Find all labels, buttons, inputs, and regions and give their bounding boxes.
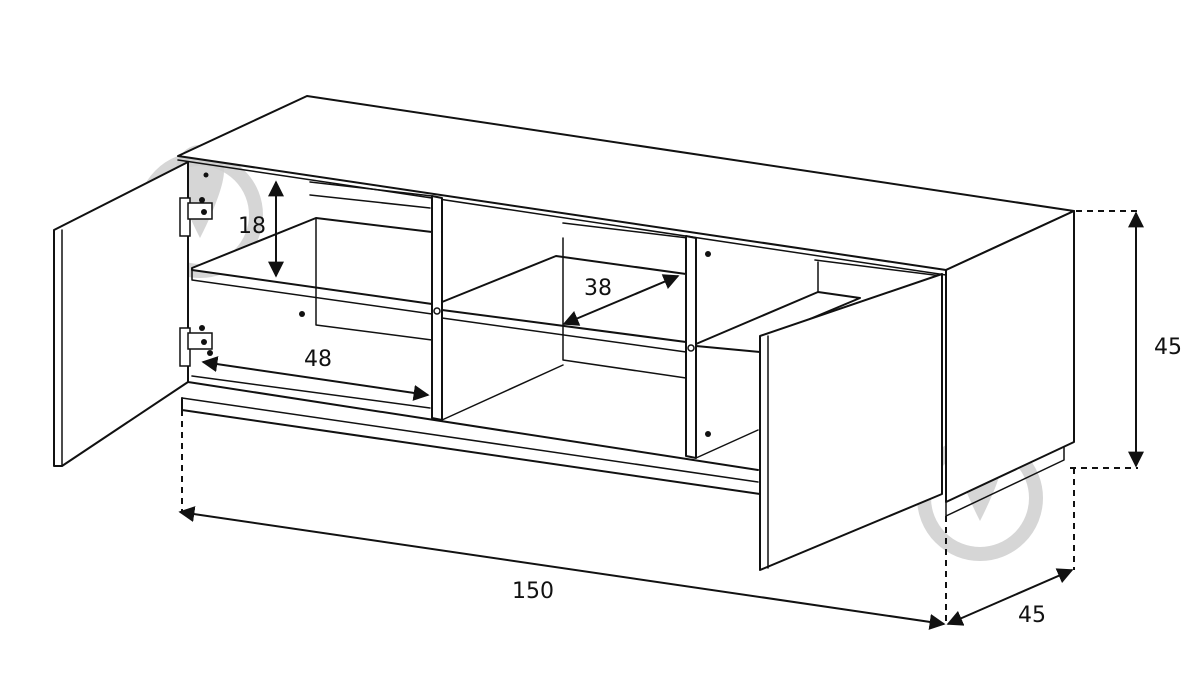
- hole: [705, 431, 711, 437]
- cabinet-bottom-shelf: [191, 375, 431, 409]
- left-lower-back: [315, 217, 433, 341]
- right-plinth: [945, 446, 1065, 517]
- shelf-pin: [433, 307, 441, 315]
- inner-width-arrow: [201, 356, 430, 401]
- left-upper-shelf: [191, 217, 433, 305]
- hinge-screw: [199, 197, 205, 203]
- cabinet-right-side: [945, 210, 1075, 503]
- back-panel-right-rail: [814, 259, 943, 277]
- middle-shelf-front: [441, 309, 687, 353]
- hinge-screw: [201, 339, 207, 345]
- inner-width-label: 48: [304, 347, 332, 372]
- hole: [203, 172, 209, 178]
- middle-bottom-edge: [441, 364, 564, 421]
- middle-shelf: [441, 255, 687, 343]
- inner-depth-label: 38: [584, 276, 612, 301]
- inner-depth-arrow: [562, 274, 680, 326]
- hole: [705, 251, 711, 257]
- right-bottom-edge: [695, 429, 759, 459]
- hinge-arm: [187, 202, 213, 220]
- back-panel-top-rail-2: [309, 194, 431, 209]
- cabinet-base-front: [181, 397, 761, 495]
- upper-hinge: [179, 197, 213, 237]
- total-width-label: 150: [512, 579, 554, 604]
- back-panel-mid-rail: [562, 222, 689, 239]
- cabinet-base-top: [181, 397, 759, 483]
- total-width-arrow: [178, 506, 946, 630]
- hole: [207, 350, 213, 356]
- total-height-label: 45: [1154, 335, 1182, 360]
- right-door: [759, 273, 943, 571]
- inner-height-label: 18: [238, 214, 266, 239]
- top-front-edge: [177, 159, 947, 276]
- lower-hinge: [179, 325, 213, 367]
- left-door: [53, 161, 189, 467]
- hinge-screw: [201, 209, 207, 215]
- total-depth-arrow: [946, 568, 1074, 626]
- shelf-pin: [687, 344, 695, 352]
- hinge-screw: [199, 325, 205, 331]
- left-upper-shelf-front: [191, 269, 433, 315]
- hole: [299, 311, 305, 317]
- hinge-arm: [187, 332, 213, 350]
- total-depth-label: 45: [1018, 603, 1046, 628]
- back-panel-top-rail: [309, 181, 433, 197]
